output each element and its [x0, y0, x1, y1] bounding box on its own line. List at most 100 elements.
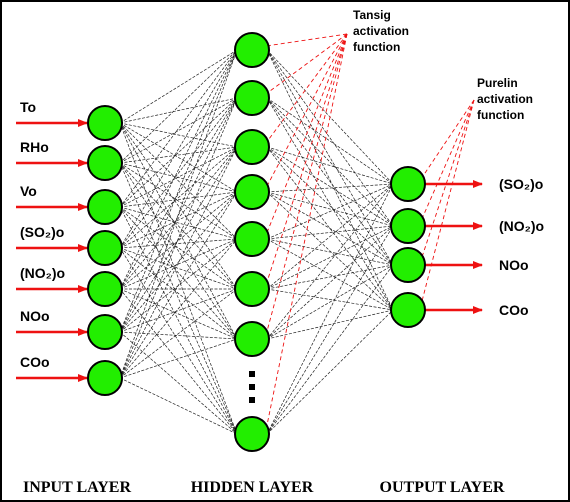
connection-hidden-output [266, 146, 394, 185]
connection-hidden-output [266, 238, 394, 311]
connection-hidden-output [266, 238, 394, 266]
connection-hidden-output [266, 191, 394, 266]
tansig-pointer-line [265, 33, 348, 95]
purelin-pointer-line [420, 99, 475, 222]
connection-input-hidden [119, 122, 238, 193]
connection-input-hidden [119, 146, 238, 290]
hidden-ellipsis-dot [249, 371, 255, 377]
connection-input-hidden [119, 238, 238, 290]
connection-hidden-output [266, 309, 394, 340]
connection-hidden-output [266, 146, 394, 311]
connection-input-hidden [119, 162, 238, 435]
connection-hidden-output [266, 264, 394, 290]
input-node [87, 314, 123, 350]
connection-input-hidden [119, 247, 238, 340]
connection-hidden-output [266, 288, 394, 311]
tansig-note-line: Tansig [353, 8, 391, 22]
connection-input-hidden [119, 122, 238, 340]
connection-input-hidden [119, 191, 238, 379]
connection-hidden-output [266, 191, 394, 227]
input-node [87, 105, 123, 141]
input-arrows [16, 119, 88, 382]
connection-input-hidden [119, 97, 238, 249]
connection-hidden-output [266, 183, 394, 340]
connection-hidden-output [266, 49, 394, 227]
input-node [87, 271, 123, 307]
connection-input-hidden [119, 338, 238, 379]
hidden-layer-title: HIDDEN LAYER [191, 479, 314, 496]
purelin-note-line: Purelin [477, 76, 518, 90]
tansig-pointer-line [265, 33, 348, 431]
connection-input-hidden [119, 97, 238, 208]
connection-input-hidden [119, 49, 238, 379]
connection-input-hidden [119, 191, 238, 290]
connection-input-hidden [119, 206, 238, 340]
connection-hidden-output [266, 264, 394, 340]
connection-input-hidden [119, 162, 238, 193]
connection-input-hidden [119, 146, 238, 379]
input-label: (NO₂)o [20, 265, 65, 281]
connection-input-hidden [119, 162, 238, 240]
input-label: To [20, 99, 36, 115]
connection-input-hidden [119, 206, 238, 435]
connection-hidden-output [266, 97, 394, 227]
tansig-pointer-line [265, 33, 348, 189]
connection-hidden-output [266, 49, 394, 311]
connection-input-hidden [119, 122, 238, 240]
output-node [390, 166, 426, 202]
connection-input-hidden [119, 122, 238, 290]
connection-hidden-output [266, 183, 394, 193]
purelin-pointer-line [420, 99, 475, 306]
hidden-node [234, 271, 270, 307]
output-arrows [425, 180, 483, 314]
connection-input-hidden [119, 377, 238, 435]
connection-input-hidden [119, 49, 238, 333]
connection-input-hidden [119, 331, 238, 340]
nodes [87, 32, 426, 452]
connection-input-hidden [119, 122, 238, 148]
connection-input-hidden [119, 97, 238, 124]
connection-input-hidden [119, 288, 238, 333]
connection-hidden-output [266, 225, 394, 435]
connection-hidden-output [266, 146, 394, 227]
output-node [390, 247, 426, 283]
tansig-note-line: activation [353, 24, 409, 38]
tansig-pointer-line [265, 33, 348, 286]
connection-hidden-output [266, 191, 394, 311]
output-label: COo [499, 302, 529, 318]
input-label: Vo [20, 183, 37, 199]
labels: ToRHoVo(SO₂)o(NO₂)oNOoCOo(SO₂)o(NO₂)oNOo… [20, 8, 544, 496]
connection-input-hidden [119, 122, 238, 435]
input-node [87, 230, 123, 266]
connection-input-hidden [119, 206, 238, 240]
output-label: (SO₂)o [499, 176, 543, 192]
input-label: COo [20, 354, 50, 370]
input-node [87, 360, 123, 396]
input-layer-title: INPUT LAYER [23, 479, 131, 496]
connection-input-hidden [119, 238, 238, 379]
connection-hidden-output [266, 225, 394, 240]
input-node [87, 189, 123, 225]
connection-lines [119, 49, 394, 435]
hidden-node [234, 80, 270, 116]
connection-input-hidden [119, 191, 238, 208]
connection-input-hidden [119, 49, 238, 249]
connection-hidden-output [266, 225, 394, 290]
hidden-node [234, 174, 270, 210]
connection-hidden-output [266, 183, 394, 290]
connection-input-hidden [119, 146, 238, 208]
connection-hidden-output [266, 264, 394, 435]
output-node [390, 292, 426, 328]
connection-input-hidden [119, 206, 238, 290]
connection-hidden-output [266, 183, 394, 240]
hidden-node [234, 32, 270, 68]
connection-input-hidden [119, 288, 238, 435]
purelin-note-line: function [477, 108, 524, 122]
connection-input-hidden [119, 49, 238, 290]
hidden-node [234, 129, 270, 165]
tansig-pointer-line [265, 33, 348, 236]
connection-hidden-output [266, 146, 394, 266]
connection-hidden-output [266, 97, 394, 185]
